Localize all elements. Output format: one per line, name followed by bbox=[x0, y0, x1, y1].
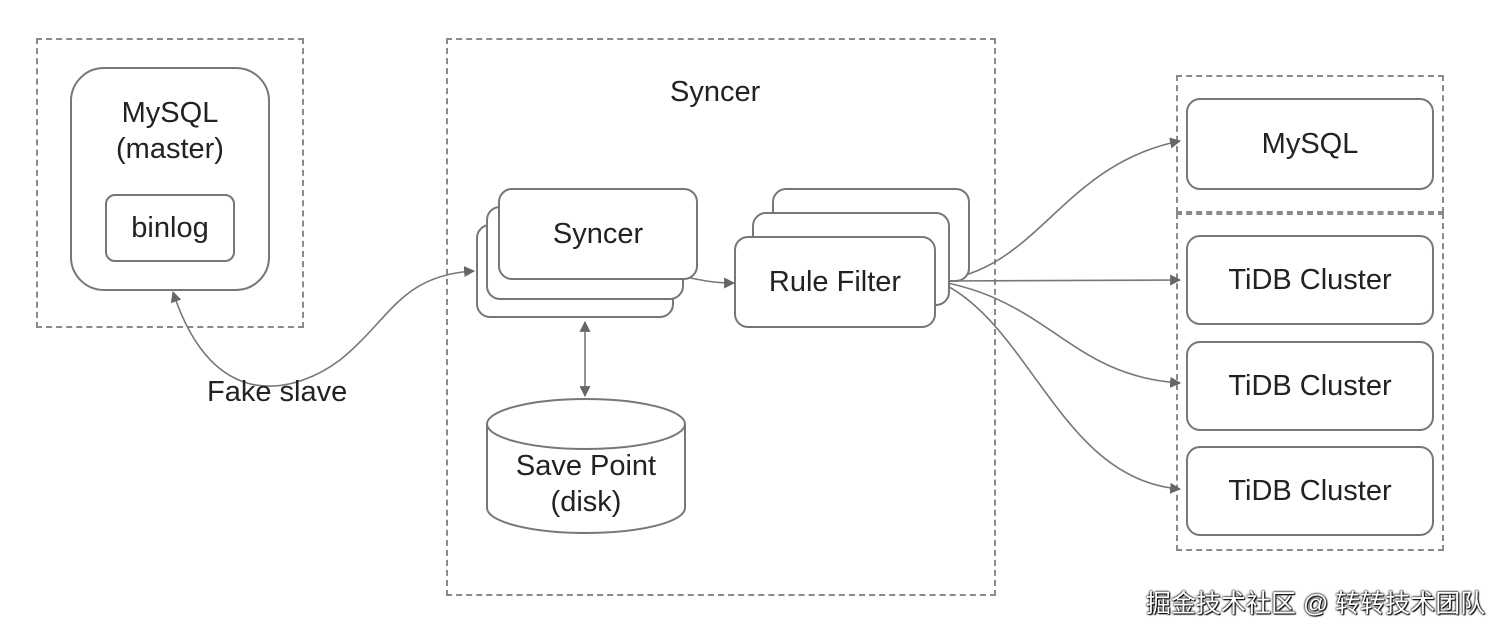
source-group-frame bbox=[36, 38, 304, 328]
watermark: 掘金技术社区 @ 转转技术团队 bbox=[1146, 590, 1486, 618]
tidb-cluster-node: TiDB Cluster bbox=[1186, 235, 1434, 325]
save-point-cylinder bbox=[486, 398, 686, 534]
syncer-group-frame bbox=[446, 38, 996, 596]
target-mysql-label: MySQL bbox=[1261, 128, 1359, 160]
filter-to-mysql-arrow bbox=[936, 137, 1182, 282]
fake-slave-label: Fake slave bbox=[207, 376, 348, 408]
fake-slave-arrow bbox=[170, 266, 476, 387]
filter-to-tidb3-arrow bbox=[936, 280, 1182, 494]
tidb-cluster-node: TiDB Cluster bbox=[1186, 341, 1434, 431]
tidb-cluster-label: TiDB Cluster bbox=[1228, 475, 1392, 507]
rule-filter-node: Rule Filter bbox=[734, 236, 936, 328]
target-mysql-node: MySQL bbox=[1186, 98, 1434, 190]
tidb-cluster-node: TiDB Cluster bbox=[1186, 446, 1434, 536]
save-point-sublabel: (disk) bbox=[550, 486, 622, 518]
syncer-label: Syncer bbox=[552, 218, 644, 250]
tidb-cluster-label: TiDB Cluster bbox=[1228, 370, 1392, 402]
save-point-label: Save Point bbox=[515, 450, 657, 482]
tidb-cluster-label: TiDB Cluster bbox=[1228, 264, 1392, 296]
mysql-master-title: MySQL bbox=[121, 97, 219, 129]
syncer-node: Syncer bbox=[498, 188, 698, 280]
syncer-group-title: Syncer bbox=[670, 76, 761, 108]
rule-filter-label: Rule Filter bbox=[768, 266, 902, 298]
binlog-label: binlog bbox=[131, 212, 209, 244]
mysql-master-node: MySQL (master) bbox=[70, 67, 270, 291]
syncer-to-filter-arrow bbox=[685, 276, 736, 289]
filter-to-tidb1-arrow bbox=[936, 274, 1182, 286]
filter-to-tidb2-arrow bbox=[936, 280, 1182, 388]
mysql-master-subtitle: (master) bbox=[116, 133, 224, 165]
binlog-node: binlog bbox=[105, 194, 235, 262]
save-point-text: Save Point (disk) bbox=[484, 448, 688, 520]
